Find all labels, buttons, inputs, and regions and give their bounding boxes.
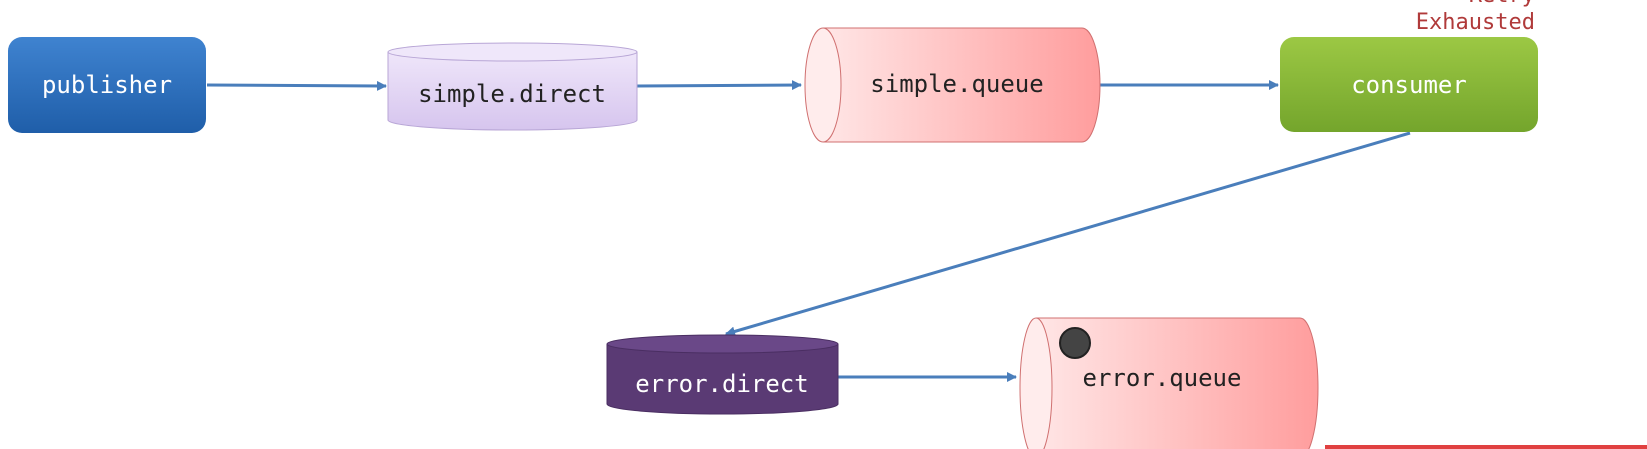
publisher-label: publisher [42,71,172,99]
partial-red-bar [1325,445,1647,449]
edges [206,80,1411,382]
exhausted-text: Exhausted [1416,10,1535,35]
simple-queue-label: simple.queue [870,70,1043,98]
error-direct-label: error.direct [635,370,808,398]
edge-simple-direct-simple-queue [636,80,802,91]
message-dot-icon [1059,327,1091,359]
node-simple-direct[interactable]: simple.direct [387,42,638,131]
node-error-direct[interactable]: error.direct [606,334,839,415]
node-error-queue[interactable]: error.queue [1019,317,1319,449]
retry-partial-text: Retry [1469,0,1535,8]
node-publisher[interactable]: publisher [8,37,206,133]
edge-consumer-error-direct [725,131,1411,337]
consumer-label: consumer [1351,71,1467,99]
error-queue-label: error.queue [1083,364,1242,392]
edge-publisher-simple-direct [206,80,387,91]
node-consumer[interactable]: consumer [1280,37,1538,132]
node-simple-queue[interactable]: simple.queue [804,27,1101,143]
simple-direct-label: simple.direct [418,80,606,108]
